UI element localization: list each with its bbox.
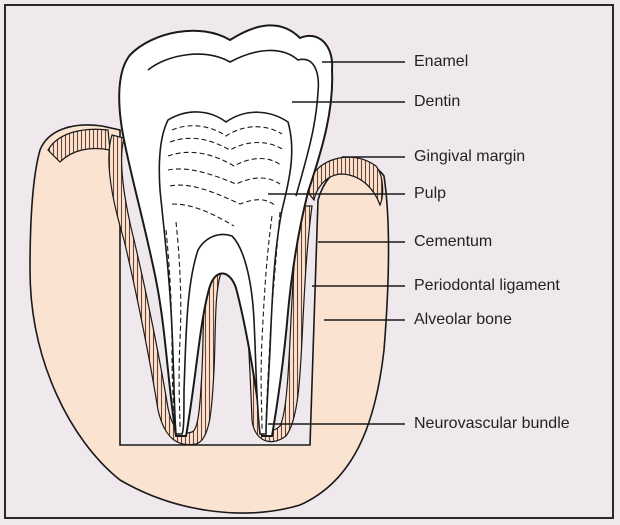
label-enamel: Enamel xyxy=(414,53,468,71)
label-cementum: Cementum xyxy=(414,233,492,251)
label-dentin: Dentin xyxy=(414,93,460,111)
label-gingival-margin: Gingival margin xyxy=(414,148,525,166)
label-periodontal-ligament: Periodontal ligament xyxy=(414,277,560,295)
label-pulp: Pulp xyxy=(414,185,446,203)
label-neurovascular-bundle: Neurovascular bundle xyxy=(414,415,570,433)
label-alveolar-bone: Alveolar bone xyxy=(414,311,512,329)
